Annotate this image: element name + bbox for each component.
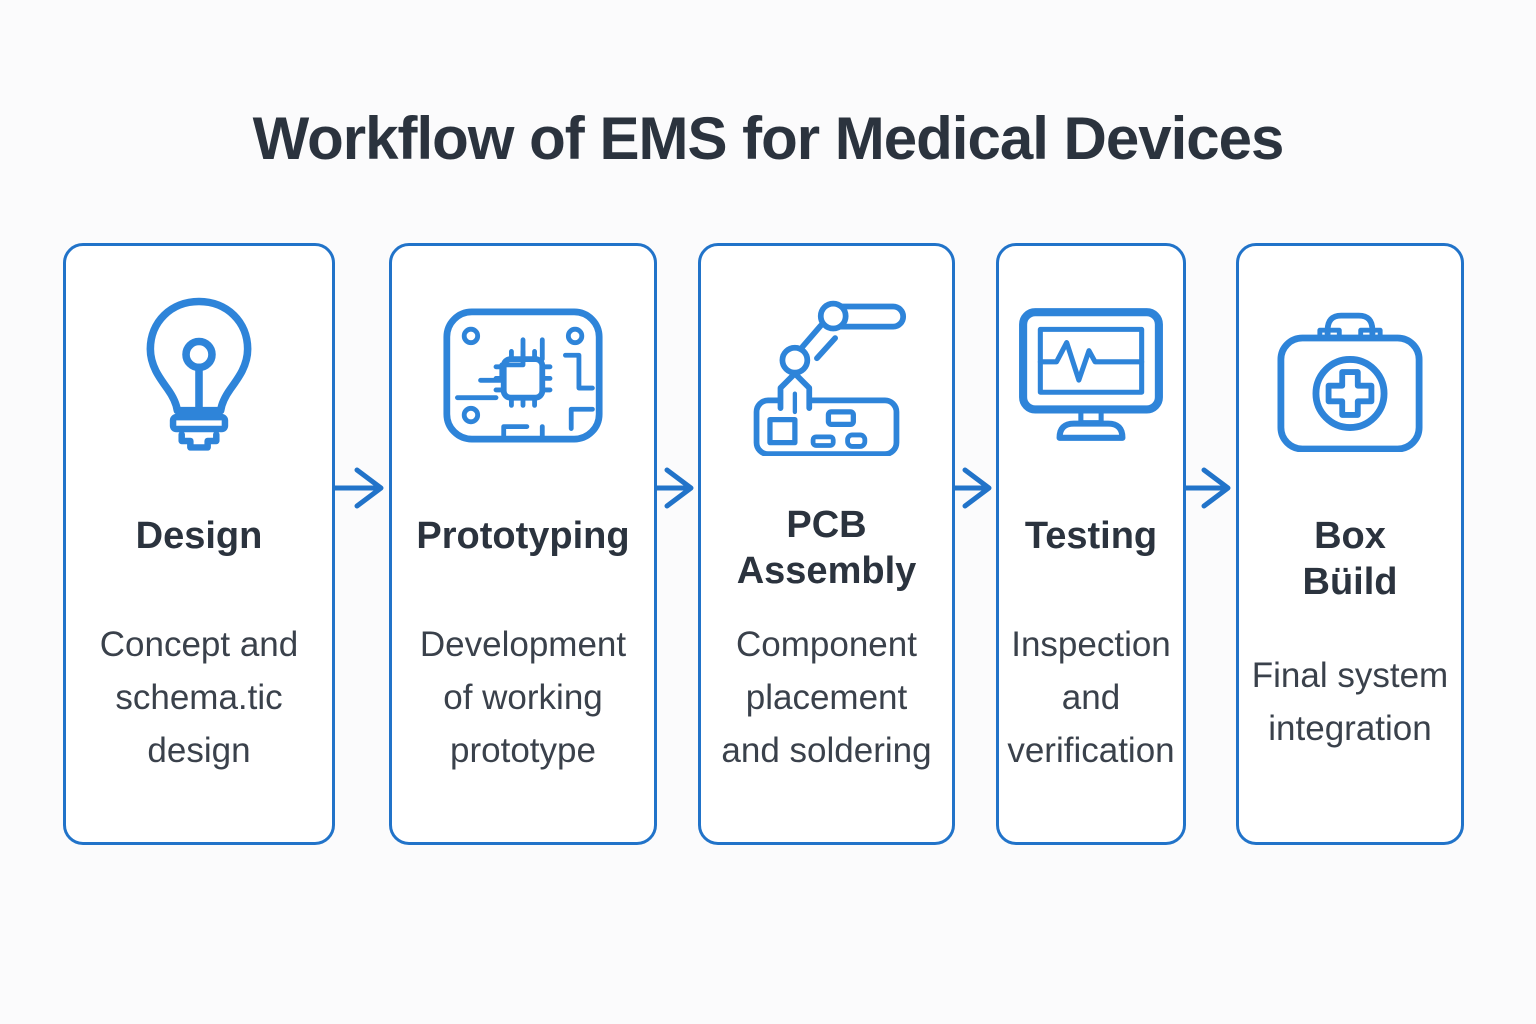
circuit-board-icon (392, 286, 654, 464)
step-title: Design (135, 515, 263, 557)
step-card-pcb-assembly: PCB Assembly Component placement and sol… (698, 243, 955, 845)
step-description: Component placement and soldering (721, 625, 932, 770)
step-card-prototyping: Prototyping Development of working proto… (389, 243, 657, 845)
step-title: PCB Assembly (736, 504, 917, 592)
step-title: Testing (1024, 515, 1158, 557)
arrow-right-icon (1186, 467, 1231, 509)
step-description: Final system integration (1251, 656, 1449, 748)
lightbulb-icon (66, 286, 332, 464)
arrow-right-icon (955, 467, 992, 509)
step-title: Box Büild (1302, 515, 1398, 603)
step-description: Development of working prototype (419, 625, 627, 770)
first-aid-box-icon (1239, 286, 1461, 464)
pick-and-place-robot-icon (701, 286, 952, 464)
step-card-testing: Testing Inspection and verification (996, 243, 1186, 845)
arrow-right-icon (657, 467, 694, 509)
step-description: Inspection and verification (1007, 625, 1175, 770)
step-description: Concept and schema.tic design (99, 625, 299, 770)
arrow-right-icon (335, 467, 384, 509)
step-title: Prototyping (416, 515, 630, 557)
page-title: Workflow of EMS for Medical Devices (252, 105, 1285, 172)
monitor-waveform-icon (999, 286, 1183, 464)
step-card-design: Design Concept and schema.tic design (63, 243, 335, 845)
step-card-box-build: Box Büild Final system integration (1236, 243, 1464, 845)
